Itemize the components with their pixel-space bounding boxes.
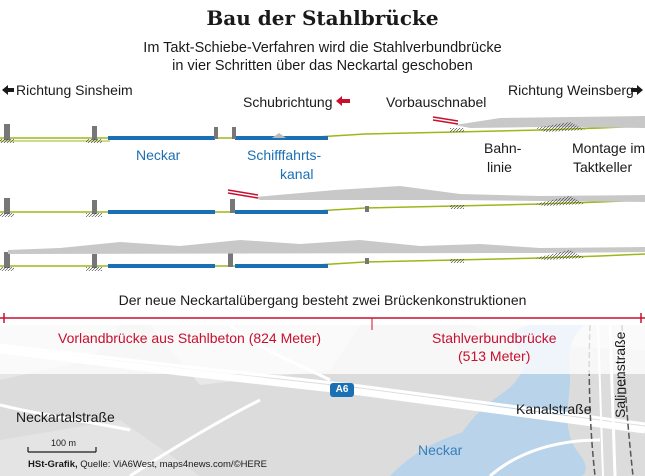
subtitle-line-1: Im Takt-Schiebe-Verfahren wird die Stahl… [143, 40, 502, 56]
crossing-description: Der neue Neckartalübergang besteht zwei … [118, 292, 527, 308]
page-title: Bau der Stahlbrücke [206, 6, 439, 30]
a6-shield-icon [330, 383, 354, 397]
push-direction-arrow-icon [336, 96, 350, 106]
push-direction-label: Schubrichtung [243, 94, 333, 110]
credit-line: HSt-Grafik, Quelle: ViA6West, maps4news.… [28, 459, 267, 470]
motorway-label: A6 [335, 384, 349, 395]
scale-label: 100 m [51, 438, 77, 448]
rail-label-1: Bahn- [484, 140, 522, 156]
credit-bold: HSt-Grafik, [28, 459, 78, 470]
assembly-label-1: Montage im [572, 140, 645, 156]
direction-east-label: Richtung Weinsberg [508, 82, 634, 98]
canal-label-2: kanal [280, 166, 314, 182]
arrow-left-icon [2, 85, 14, 95]
step-2 [0, 186, 645, 217]
vorland-bridge-label: Vorlandbrücke aus Stahlbeton (824 Meter) [58, 330, 322, 346]
bridge-info-band [0, 318, 645, 374]
steel-bridge-label-1: Stahlverbundbrücke [432, 330, 557, 346]
street-kanal-label: Kanalstraße [516, 401, 592, 417]
assembly-label-2: Taktkeller [573, 159, 633, 175]
neckar-label: Neckar [136, 147, 181, 163]
step-3 [0, 240, 645, 271]
steel-bridge-label-2: (513 Meter) [458, 348, 531, 364]
scale-bar-icon [27, 447, 97, 453]
street-neckartal-label: Neckartalstraße [16, 409, 115, 425]
rail-label-2: linie [487, 159, 512, 175]
bridge-diagram [0, 85, 645, 330]
map-river-label: Neckar [418, 442, 463, 458]
subtitle-line-2: in vier Schritten über das Neckartal ges… [172, 58, 473, 74]
arrow-right-icon [631, 85, 643, 95]
nose-label: Vorbauschnabel [386, 94, 487, 110]
canal-label-1: Schifffahrts- [247, 147, 322, 163]
step-1 [0, 116, 645, 143]
street-saline-label: Salinenstraße [612, 331, 628, 418]
credit-rest: Quelle: ViA6West, maps4news.com/©HERE [77, 459, 267, 470]
direction-west-label: Richtung Sinsheim [16, 82, 133, 98]
